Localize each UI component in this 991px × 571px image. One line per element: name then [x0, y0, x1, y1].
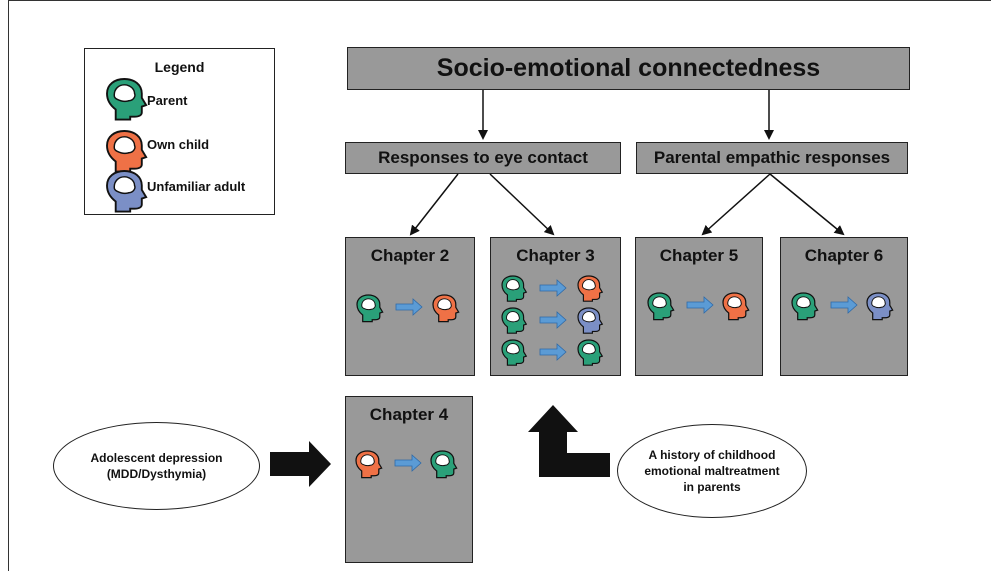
unfamiliar-adult-head-icon [106, 170, 148, 213]
ch3-blue-arrow-icon [539, 343, 567, 361]
figure-frame [8, 0, 991, 571]
ch3-parent-head-icon [577, 339, 603, 366]
legend-label-unfamiliar-adult: Unfamiliar adult [147, 179, 246, 194]
ch3-blue-arrow-icon [539, 279, 567, 297]
chapter-6-title: Chapter 6 [804, 246, 884, 265]
legend-icons [106, 78, 148, 213]
eye-contact-box: Responses to eye contact [345, 142, 621, 174]
ch3-blue-arrow-icon [539, 311, 567, 329]
maltreatment-line1: A history of childhood [648, 447, 776, 462]
title-box: Socio-emotional connectedness [347, 47, 910, 90]
ch5-parent-head-icon [647, 292, 675, 321]
moderator-arrow-up-icon [528, 405, 610, 477]
ch3-own-child-head-icon [577, 275, 603, 302]
chapter-3-title: Chapter 3 [516, 246, 595, 265]
parent-head-icon [106, 78, 148, 121]
chapter-2-title: Chapter 2 [370, 246, 450, 265]
ch5-own-child-head-icon [722, 292, 750, 321]
ch6-parent-head-icon [791, 292, 819, 321]
ch3-parent-head-icon [501, 339, 527, 366]
legend-label-own-child: Own child [147, 137, 210, 152]
maltreatment-line2: emotional maltreatment [644, 463, 780, 478]
connector-empathic-to-chapter-6 [769, 173, 845, 236]
chapter-4-title: Chapter 4 [369, 405, 449, 424]
chapter-4-box: Chapter 4 [345, 396, 473, 563]
ch2-own-child-head-icon [432, 294, 460, 323]
connector-empathic-to-chapter-5 [701, 173, 771, 236]
moderator-arrow-right-icon [270, 441, 331, 487]
ch2-blue-arrow-icon [395, 298, 423, 316]
legend-label-parent: Parent [147, 93, 188, 108]
connector-eye-to-chapter-3 [489, 173, 555, 236]
ch4-own-child-head-icon [355, 450, 383, 479]
own-child-head-icon [106, 130, 148, 173]
ch4-blue-arrow-icon [394, 454, 422, 472]
legend-title: Legend [154, 59, 205, 75]
maltreatment-line3: in parents [683, 480, 741, 495]
ch6-blue-arrow-icon [830, 296, 858, 314]
legend: Legend Parent Own child Unfamiliar adult [84, 48, 275, 215]
ch4-parent-head-icon [430, 450, 458, 479]
ch3-parent-head-icon [501, 307, 527, 334]
maltreatment-history-ellipse: A history of childhood emotional maltrea… [617, 424, 807, 518]
connector-eye-to-chapter-2 [409, 173, 459, 236]
ch2-parent-head-icon [356, 294, 384, 323]
chapter-5-title: Chapter 5 [659, 246, 739, 265]
ch3-parent-head-icon [501, 275, 527, 302]
ch6-unfamiliar-adult-head-icon [866, 292, 894, 321]
adolescent-depression-ellipse: Adolescent depression (MDD/Dysthymia) [53, 422, 260, 510]
ch3-unfamiliar-adult-head-icon [577, 307, 603, 334]
adolescent-depression-line1: Adolescent depression [90, 450, 223, 465]
adolescent-depression-line2: (MDD/Dysthymia) [106, 467, 207, 481]
ch5-blue-arrow-icon [686, 296, 714, 314]
empathic-responses-box: Parental empathic responses [636, 142, 908, 174]
